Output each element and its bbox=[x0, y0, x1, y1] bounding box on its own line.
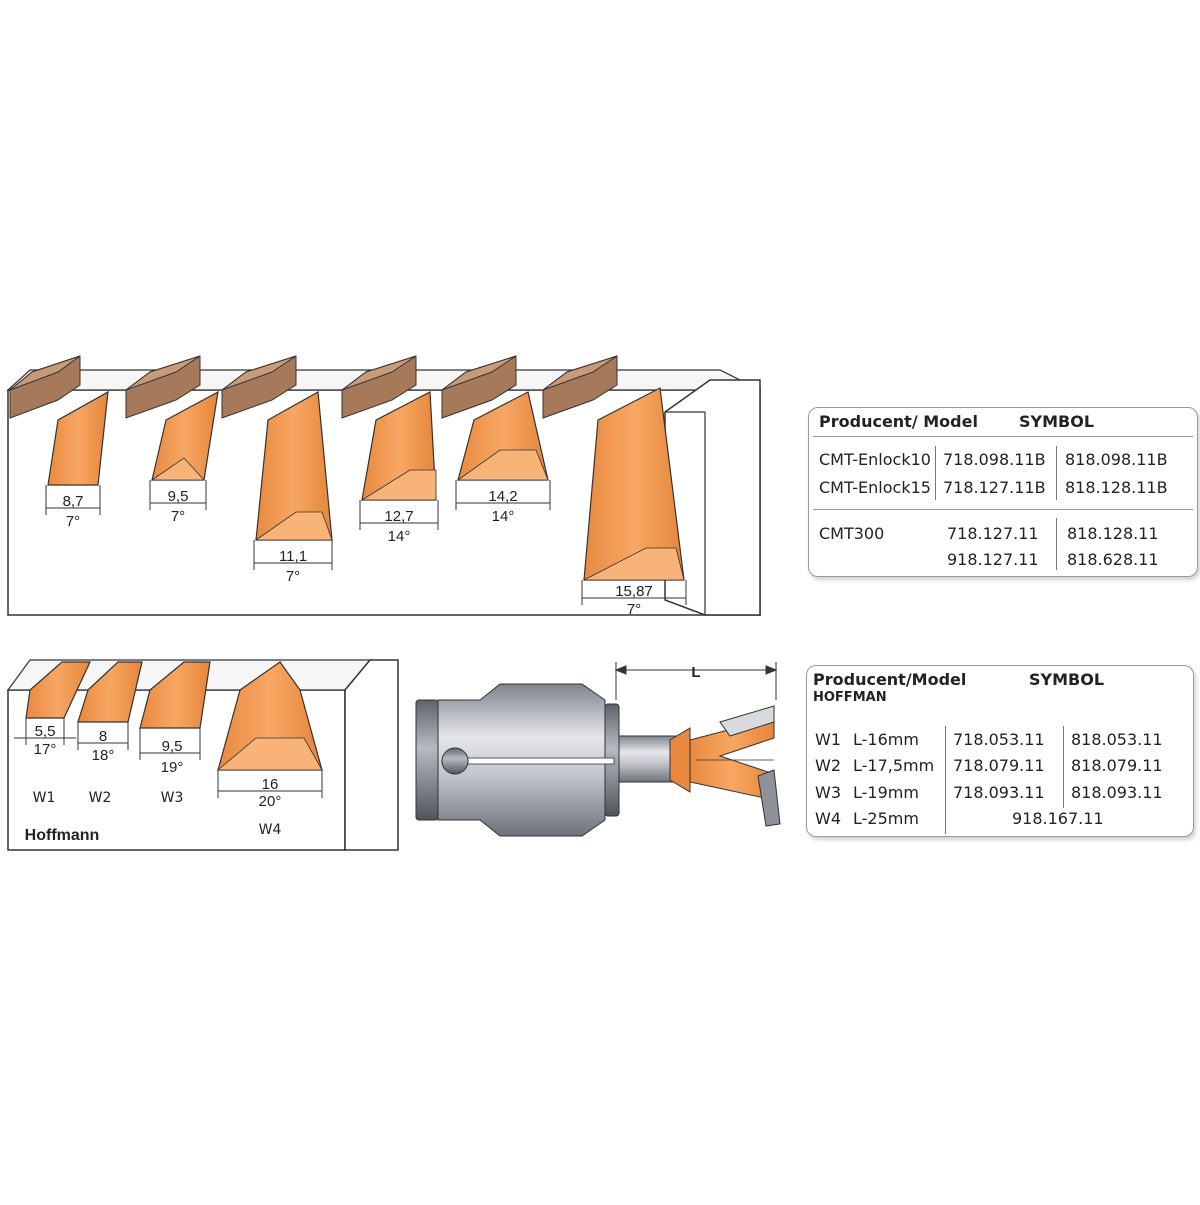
length-cell: L-25mm bbox=[853, 809, 919, 828]
code-cell: W4 bbox=[815, 809, 841, 828]
length-cell: L-17,5mm bbox=[853, 756, 935, 775]
code-cell: W3 bbox=[815, 783, 841, 802]
groove-width-label: 16 bbox=[262, 776, 279, 793]
dovetail-groove bbox=[254, 391, 333, 541]
groove-angle-label: 18° bbox=[92, 747, 115, 764]
length-dimension bbox=[614, 662, 778, 700]
dovetail-groove bbox=[77, 661, 143, 723]
groove-angle-label: 14° bbox=[388, 528, 411, 545]
wood-strips bbox=[9, 355, 618, 419]
table-divider bbox=[813, 509, 1193, 510]
groove-code-label: W2 bbox=[89, 790, 112, 806]
top-dimensions bbox=[45, 480, 687, 605]
table-divider bbox=[1056, 446, 1057, 500]
symbol-cell: 718.053.11 bbox=[953, 730, 1045, 749]
groove-width-label: 9,5 bbox=[168, 488, 189, 505]
dovetail-groove bbox=[360, 391, 437, 501]
code-cell: W1 bbox=[815, 730, 841, 749]
symbol-cell: 718.093.11 bbox=[953, 783, 1045, 802]
symbol-cell: 818.128.11 bbox=[1067, 524, 1159, 543]
symbol-cell: 818.128.11B bbox=[1065, 478, 1168, 497]
groove-width-label: 5,5 bbox=[35, 723, 56, 740]
dovetail-groove bbox=[150, 390, 219, 481]
dovetail-groove bbox=[456, 391, 549, 481]
length-cell: L-16mm bbox=[853, 730, 919, 749]
dovetail-groove bbox=[216, 661, 323, 771]
brand-label: Hoffmann bbox=[25, 827, 100, 844]
groove-angle-label: 7° bbox=[627, 601, 641, 618]
groove-angle-label: 19° bbox=[161, 759, 184, 776]
symbol-cell: 818.628.11 bbox=[1067, 550, 1159, 569]
wood-strip bbox=[441, 355, 517, 419]
top-dimension-labels: 8,7 7° 9,5 7° 11,1 7° 12,7 14° 14,2 14° … bbox=[63, 488, 653, 618]
groove-code-label: W3 bbox=[161, 790, 184, 806]
groove-code-label: W1 bbox=[33, 790, 56, 806]
groove-angle-label: 20° bbox=[259, 793, 282, 810]
groove-width-label: 14,2 bbox=[488, 488, 517, 505]
groove-width-label: 11,1 bbox=[279, 548, 307, 565]
symbol-cell: 818.053.11 bbox=[1071, 730, 1163, 749]
groove-angle-label: 7° bbox=[66, 513, 80, 530]
wood-strip bbox=[9, 355, 81, 419]
wood-strip bbox=[542, 355, 618, 419]
table-divider bbox=[1056, 518, 1057, 570]
table-header-sub: HOFFMAN bbox=[813, 690, 887, 705]
symbol-cell: 918.127.11 bbox=[947, 550, 1039, 569]
table-header-symbol: SYMBOL bbox=[1019, 412, 1095, 431]
model-cell: CMT-Enlock15 bbox=[819, 478, 931, 497]
wood-strip bbox=[125, 355, 201, 419]
length-cell: L-19mm bbox=[853, 783, 919, 802]
groove-angle-label: 7° bbox=[171, 508, 185, 525]
router-bit: L bbox=[415, 662, 781, 837]
groove-width-label: 9,5 bbox=[162, 738, 183, 755]
symbol-cell: 818.079.11 bbox=[1071, 756, 1163, 775]
symbol-cell-merged: 918.167.11 bbox=[1012, 809, 1104, 828]
dovetail-groove bbox=[583, 387, 685, 581]
symbol-cell: 818.093.11 bbox=[1071, 783, 1163, 802]
bottom-dimensions bbox=[14, 718, 323, 798]
top-grooves bbox=[47, 387, 685, 581]
groove-code-label: W4 bbox=[259, 822, 282, 838]
groove-width-label: 8 bbox=[99, 728, 107, 745]
table-header-symbol: SYMBOL bbox=[1029, 670, 1105, 689]
groove-width-label: 8,7 bbox=[63, 493, 84, 510]
symbol-cell: 718.098.11B bbox=[943, 450, 1046, 469]
wood-strip bbox=[221, 355, 297, 419]
model-cell: CMT300 bbox=[819, 524, 885, 543]
wood-strip bbox=[341, 355, 417, 419]
table-divider bbox=[1063, 726, 1064, 808]
groove-angle-label: 17° bbox=[34, 741, 57, 758]
dovetail-groove bbox=[25, 661, 91, 719]
code-cell: W2 bbox=[815, 756, 841, 775]
table-header-model: Producent/ Model bbox=[819, 412, 978, 431]
spec-table-hoffman: Producent/Model HOFFMAN SYMBOL W1 L-16mm… bbox=[806, 665, 1194, 837]
spec-table-cmt: Producent/ Model SYMBOL CMT-Enlock10 718… bbox=[808, 407, 1198, 577]
length-dimension-label: L bbox=[691, 664, 700, 681]
table-divider bbox=[935, 446, 936, 500]
table-header-model: Producent/Model bbox=[813, 670, 967, 689]
groove-width-label: 12,7 bbox=[384, 508, 413, 525]
groove-angle-label: 7° bbox=[286, 568, 300, 585]
dovetail-groove bbox=[139, 661, 211, 729]
symbol-cell: 818.098.11B bbox=[1065, 450, 1168, 469]
bottom-dimension-labels: 5,5 17° 8 18° 9,5 19° 16 20° W1 W2 W3 W4… bbox=[25, 723, 282, 844]
groove-width-label: 15,87 bbox=[615, 583, 653, 600]
symbol-cell: 718.079.11 bbox=[953, 756, 1045, 775]
groove-angle-label: 14° bbox=[492, 508, 515, 525]
symbol-cell: 718.127.11 bbox=[947, 524, 1039, 543]
dovetail-groove bbox=[47, 390, 109, 486]
bottom-grooves bbox=[25, 661, 323, 771]
model-cell: CMT-Enlock10 bbox=[819, 450, 931, 469]
symbol-cell: 718.127.11B bbox=[943, 478, 1046, 497]
table-divider bbox=[945, 726, 946, 834]
table-divider bbox=[813, 436, 1193, 437]
